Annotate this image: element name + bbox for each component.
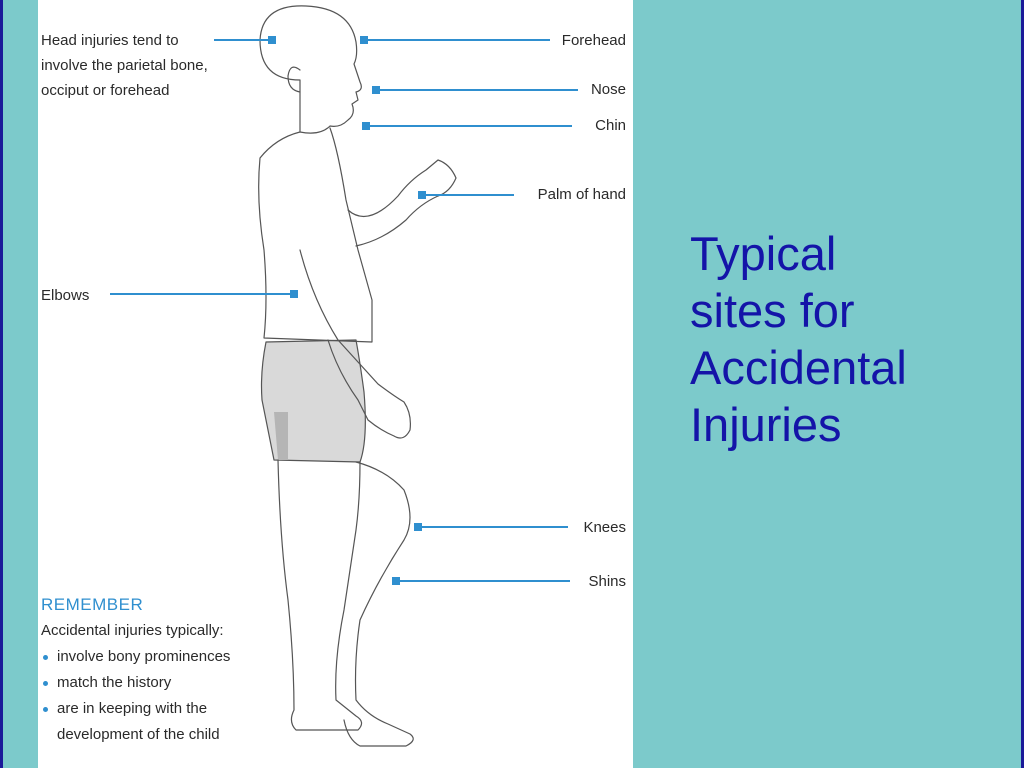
- nose-leader-marker: [372, 86, 380, 94]
- nose-label: Nose: [590, 81, 626, 98]
- chin-leader-marker: [362, 122, 370, 130]
- front-leg: [343, 461, 414, 747]
- remember-bullet-continuation: development of the child: [57, 726, 220, 743]
- head-note-line: occiput or forehead: [41, 82, 170, 99]
- slide-title: Typical sites for Accidental Injuries: [690, 225, 1010, 453]
- head-note-line: Head injuries tend to: [41, 32, 179, 49]
- knees-leader-marker: [414, 523, 422, 531]
- remember-bullet-text: involve bony prominences: [57, 648, 231, 665]
- slide-title-line: sites for: [690, 284, 855, 337]
- shirt-shape: [258, 127, 373, 343]
- child-figure-illustration: [110, 5, 578, 747]
- head-note-line: involve the parietal bone,: [41, 57, 208, 74]
- elbows-label: Elbows: [41, 287, 90, 304]
- elbows-leader-marker: [290, 290, 298, 298]
- remember-title: REMEMBER: [41, 595, 144, 614]
- forehead-label: Forehead: [561, 32, 626, 49]
- bullet-dot-icon: [43, 681, 48, 686]
- head-injuries-note: Head injuries tend to involve the pariet…: [41, 28, 261, 103]
- knees-label: Knees: [583, 519, 626, 536]
- remember-intro: Accidental injuries typically:: [41, 622, 224, 639]
- remember-bullet-text: are in keeping with the: [57, 700, 208, 717]
- remember-box: REMEMBER Accidental injuries typically: …: [41, 592, 281, 748]
- slide-title-line: Accidental: [690, 341, 907, 394]
- remember-bullet: involve bony prominences: [41, 644, 281, 670]
- shorts-shadow: [274, 412, 288, 460]
- shins-label: Shins: [588, 573, 626, 590]
- bullet-dot-icon: [43, 655, 48, 660]
- bullet-dot-icon: [43, 707, 48, 712]
- palm-of-hand-label: Palm of hand: [537, 186, 626, 203]
- figure-panel: Head injuries tend to involve the pariet…: [38, 0, 633, 768]
- slide-border-left: [0, 0, 3, 768]
- ear-shape: [287, 66, 301, 93]
- remember-bullet: match the history: [41, 670, 281, 696]
- slide-border-right: [1021, 0, 1024, 768]
- front-arm: [299, 249, 411, 439]
- slide-title-line: Typical: [690, 227, 837, 280]
- forehead-leader-marker: [360, 36, 368, 44]
- head-leader-marker: [268, 36, 276, 44]
- remember-bullet-text: match the history: [57, 674, 172, 691]
- chin-label: Chin: [595, 117, 626, 134]
- remember-bullet: are in keeping with the: [41, 696, 281, 722]
- back-leg: [277, 459, 363, 731]
- head-shape: [259, 5, 362, 134]
- raised-arm: [347, 159, 457, 247]
- slide-title-line: Injuries: [690, 398, 842, 451]
- palm-leader-marker: [418, 191, 426, 199]
- shins-leader-marker: [392, 577, 400, 585]
